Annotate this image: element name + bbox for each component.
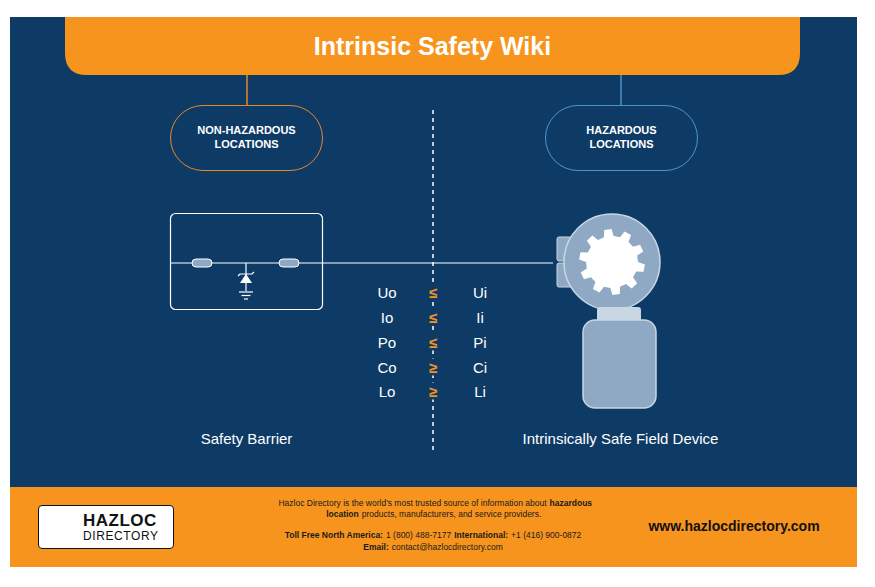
leader-line <box>246 75 248 105</box>
resistor-symbol <box>192 259 212 267</box>
parameter-name: Li <box>474 383 486 400</box>
device-head <box>564 214 660 310</box>
footer-text: International: <box>454 530 508 540</box>
parameter-name: Po <box>378 334 396 351</box>
parameter-name: Io <box>381 309 394 326</box>
barrier-art <box>170 214 323 310</box>
node-text: DIRECTORY <box>83 530 165 543</box>
ground-symbol <box>242 295 251 296</box>
comparison-sign: ≤ <box>427 334 439 351</box>
footer-text: products, manufacturers, and service pro… <box>362 509 542 519</box>
location-pill: NON-HAZARDOUS LOCATIONS <box>170 105 323 171</box>
location-pill: HAZARDOUS LOCATIONS <box>545 105 698 171</box>
footer-blurb: Hazloc Directory is the world's most tru… <box>262 498 607 521</box>
parameter-name: Pi <box>473 334 486 351</box>
comparison-sign: ≥ <box>427 359 439 376</box>
logo-box: HAZLOCDIRECTORY <box>38 505 174 549</box>
website: www.hazlocdirectory.com <box>648 518 819 534</box>
gear-icon <box>598 248 626 276</box>
gear-icon <box>579 229 645 295</box>
safety-barrier: Safety Barrier <box>170 213 323 447</box>
footer-text: Hazloc Directory is the world's most tru… <box>278 498 546 508</box>
zener-diode-symbol <box>238 272 254 276</box>
zener-diode-symbol <box>240 274 252 283</box>
comparison-sign: ≥ <box>427 383 439 400</box>
device-art <box>557 214 660 408</box>
signal-wire <box>323 262 553 263</box>
title: Intrinsic Safety Wiki <box>65 17 800 75</box>
node-text: NON-HAZARDOUS LOCATIONS <box>185 124 308 152</box>
ground-symbol <box>244 298 248 299</box>
boundary-line <box>432 110 434 452</box>
footer-text: +1 (416) 900-0872 <box>511 530 581 540</box>
node-text: HAZARDOUS LOCATIONS <box>560 124 683 152</box>
parameter-name: Ii <box>476 309 484 326</box>
footer-text: Email: <box>363 542 389 552</box>
leader-line <box>620 75 622 105</box>
parameter-name: Lo <box>379 383 396 400</box>
comparison-sign: ≤ <box>427 309 439 326</box>
ground-symbol <box>239 291 253 292</box>
device-body <box>583 320 656 408</box>
footer-contact: Email:contact@hazlocdirectory.com <box>213 542 653 553</box>
node-text: Intrinsically Safe Field Device <box>523 430 719 447</box>
footer-text: Toll Free North America: <box>285 530 383 540</box>
parameter-name: Ui <box>473 284 487 301</box>
parameter-name: Co <box>377 359 396 376</box>
footer-text: 1 (800) 488-7177 <box>386 530 451 540</box>
footer-text: contact@hazlocdirectory.com <box>392 542 503 552</box>
comparison-sign: ≤ <box>427 284 439 301</box>
parameter-name: Uo <box>377 284 396 301</box>
blue-panel <box>10 17 857 487</box>
orange-footer <box>10 487 857 567</box>
node-text: HAZLOC <box>83 512 165 530</box>
title-band <box>65 17 800 75</box>
barrier-outline <box>171 214 323 310</box>
node-text: Safety Barrier <box>201 430 293 447</box>
footer-contact: Toll Free North America:1 (800) 488-7177… <box>213 530 653 541</box>
resistor-symbol <box>279 259 299 267</box>
parameter-name: Ci <box>473 359 487 376</box>
field-device: Intrinsically Safe Field Device <box>553 213 688 447</box>
